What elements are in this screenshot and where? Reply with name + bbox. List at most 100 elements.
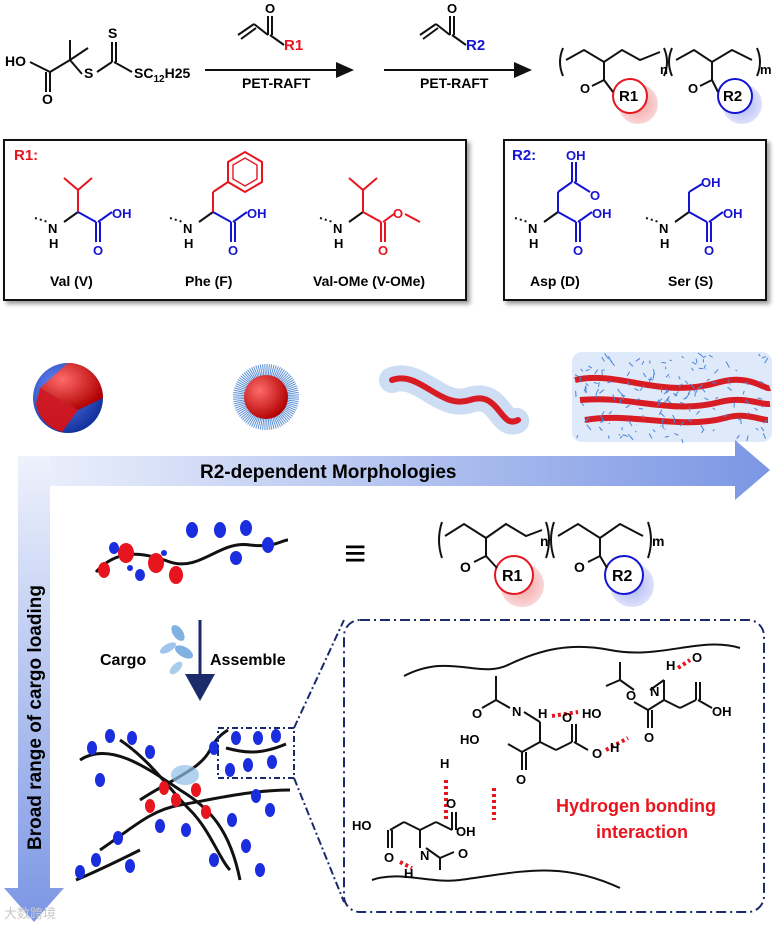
asp-o: O	[573, 243, 583, 258]
monomer-2-r2: R2	[466, 37, 485, 54]
spherical-micelle-image	[233, 364, 299, 430]
zoom-line-top	[294, 620, 344, 728]
hbond-label-line2: interaction	[596, 822, 688, 842]
monomer-1-oxygen: O	[265, 1, 275, 16]
ser-name: Ser (S)	[668, 273, 713, 289]
asp-oh: OH	[592, 206, 612, 221]
val-ome-o: O	[378, 243, 388, 258]
ser-oh: OH	[723, 206, 743, 221]
poly-oxygen-1: O	[580, 81, 590, 96]
thione-sulfur-label: S	[108, 25, 117, 41]
watermark: 大数跨境	[4, 906, 56, 921]
hb-ho-1: HO	[582, 706, 602, 721]
val-o: O	[93, 243, 103, 258]
ho-label: HO	[5, 53, 26, 69]
zoom-chain-fragment	[226, 729, 286, 772]
r1-box-title: R1:	[14, 147, 38, 164]
val-name: Val (V)	[50, 273, 93, 289]
monomer-2-oxygen: O	[447, 1, 457, 16]
cargo-loading-label: Broad range of cargo loading	[25, 585, 46, 850]
hb-h-5: H	[404, 866, 413, 881]
poly2-oxygen-2: O	[574, 559, 585, 575]
fiber-network-image	[572, 352, 772, 443]
hb-o-9: O	[384, 850, 394, 865]
hb-ho-3: HO	[352, 818, 372, 833]
val-oh: OH	[112, 206, 132, 221]
single-polymer-chain-image	[96, 520, 288, 584]
asp-side-oh: OH	[566, 148, 586, 163]
hb-oh-1: OH	[712, 704, 732, 719]
hb-h-4: H	[440, 756, 449, 771]
val-ome-n: N	[333, 221, 342, 236]
hb-o-8: O	[446, 796, 456, 811]
hb-h-2: H	[538, 706, 547, 721]
hb-o-7: O	[516, 772, 526, 787]
block-copolymer-structure	[560, 48, 762, 124]
poly-m: m	[760, 62, 772, 77]
asp-h: H	[529, 236, 538, 251]
cargo-icon	[158, 623, 195, 677]
hb-o-2: O	[626, 688, 636, 703]
poly-oxygen-2: O	[688, 81, 698, 96]
poly2-r2: R2	[612, 568, 633, 585]
r1-box: R1: N H OH O Val (V)	[4, 140, 466, 300]
poly-r2: R2	[723, 88, 742, 105]
monomer-1-structure	[238, 16, 284, 45]
oxygen-label: O	[42, 91, 53, 107]
equivalence-symbol: ≡	[344, 533, 366, 575]
val-ome-h: H	[334, 236, 343, 251]
phe-n: N	[183, 221, 192, 236]
phe-h: H	[184, 236, 193, 251]
hbond-label-line1: Hydrogen bonding	[556, 796, 716, 816]
ser-side-oh: OH	[701, 175, 721, 190]
hb-o-4: O	[472, 706, 482, 721]
step2-label: PET-RAFT	[420, 75, 489, 91]
asp-n: N	[528, 221, 537, 236]
poly-r1: R1	[619, 88, 638, 105]
ser-o: O	[704, 243, 714, 258]
ser-h: H	[660, 236, 669, 251]
assemble-label: Assemble	[210, 652, 286, 669]
hb-h-1: H	[666, 658, 675, 673]
val-ome-name: Val-OMe (V-OMe)	[313, 273, 425, 289]
monomer-2-structure	[420, 16, 466, 45]
hb-n-1: N	[650, 684, 659, 699]
hb-o-1: O	[692, 650, 702, 665]
poly2-r1: R1	[502, 568, 523, 585]
val-h: H	[49, 236, 58, 251]
dodecyl-label: SC12H25	[134, 65, 190, 85]
zoom-line-bottom	[294, 778, 344, 902]
poly2-oxygen-1: O	[460, 559, 471, 575]
hb-oh-2: OH	[456, 824, 476, 839]
step1-label: PET-RAFT	[242, 75, 311, 91]
raft-agent-structure	[30, 40, 132, 92]
poly2-n: n	[540, 533, 549, 549]
hb-o-6: O	[562, 710, 572, 725]
phe-name: Phe (F)	[185, 273, 232, 289]
hb-o-3: O	[644, 730, 654, 745]
hb-ho-2: HO	[460, 732, 480, 747]
hb-o-10: O	[458, 846, 468, 861]
cargo-label: Cargo	[100, 652, 146, 669]
hb-n-2: N	[512, 704, 521, 719]
monomer-1-r1: R1	[284, 37, 303, 54]
r2-box-title: R2:	[512, 147, 536, 164]
poly-n: n	[660, 62, 668, 77]
r2-box: R2: N H OH O OH O Asp (D)	[504, 140, 766, 300]
morphology-arrow-label: R2-dependent Morphologies	[200, 462, 457, 483]
ser-n: N	[659, 221, 668, 236]
hb-h-3: H	[610, 740, 619, 755]
val-ome-ether-o: O	[393, 206, 403, 221]
hb-o-5: O	[592, 746, 602, 761]
worm-micelle-image	[392, 378, 518, 421]
phe-o: O	[228, 243, 238, 258]
sulfur-label: S	[84, 65, 93, 81]
val-n: N	[48, 221, 57, 236]
hb-n-3: N	[420, 848, 429, 863]
janus-particle-image	[33, 363, 103, 433]
asp-name: Asp (D)	[530, 273, 580, 289]
poly2-m: m	[652, 533, 664, 549]
phe-oh: OH	[247, 206, 267, 221]
asp-side-o: O	[590, 188, 600, 203]
